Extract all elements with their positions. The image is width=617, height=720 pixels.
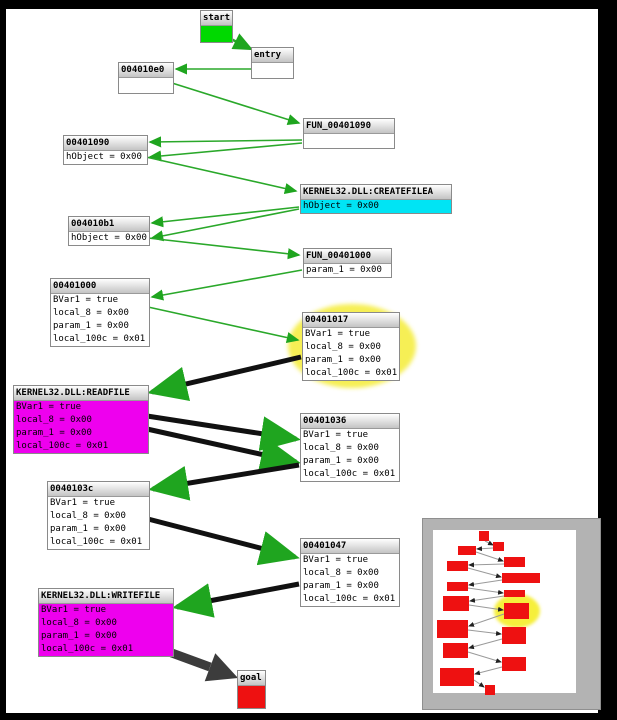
node-var-row: local_100c = 0x01 [41,644,134,654]
node-kernel32-createfilea[interactable]: KERNEL32.DLL:CREATEFILEA hObject = 0x00 [300,184,452,214]
node-title: 00401090 [64,136,147,151]
node-body [252,63,293,78]
node-fun-00401000[interactable]: FUN_00401000 param_1 = 0x00 [303,248,392,278]
node-title: 00401000 [51,279,149,294]
node-00401047[interactable]: 00401047 BVar1 = true local_8 = 0x00 par… [300,538,400,607]
minimap-node [443,643,468,658]
node-004010e0[interactable]: 004010e0 [118,62,174,94]
minimap-node [479,531,489,541]
node-00401090[interactable]: 00401090 hObject = 0x00 [63,135,148,165]
node-var-row: param_1 = 0x00 [16,428,92,438]
node-var-row: param_1 = 0x00 [50,524,126,534]
node-body [304,134,394,148]
node-title: 004010b1 [69,217,149,232]
node-00401000[interactable]: 00401000 BVar1 = true local_8 = 0x00 par… [50,278,150,347]
node-var-row: hObject = 0x00 [71,233,147,243]
node-body: BVar1 = true local_8 = 0x00 param_1 = 0x… [48,497,149,549]
minimap-node [443,596,469,611]
node-var-row: local_8 = 0x00 [41,618,117,628]
node-body: param_1 = 0x00 [304,264,391,277]
node-title: FUN_00401000 [304,249,391,264]
node-004010b1[interactable]: 004010b1 hObject = 0x00 [68,216,150,246]
node-body: BVar1 = true local_8 = 0x00 param_1 = 0x… [301,554,399,606]
node-body [238,686,265,708]
node-title: 00401036 [301,414,399,429]
node-entry[interactable]: entry [251,47,294,79]
node-body: BVar1 = true local_8 = 0x00 param_1 = 0x… [39,604,173,656]
node-00401036[interactable]: 00401036 BVar1 = true local_8 = 0x00 par… [300,413,400,482]
node-var-row: BVar1 = true [16,402,82,412]
node-body: BVar1 = true local_8 = 0x00 param_1 = 0x… [303,328,399,380]
node-goal[interactable]: goal [237,670,266,709]
minimap-node [502,657,526,671]
minimap-node [504,557,525,567]
minimap-node [493,542,504,551]
node-00401017-highlighted[interactable]: 00401017 BVar1 = true local_8 = 0x00 par… [302,312,400,381]
node-body: BVar1 = true local_8 = 0x00 param_1 = 0x… [14,401,148,453]
node-body: hObject = 0x00 [69,232,149,245]
node-body [119,78,173,93]
node-kernel32-writefile[interactable]: KERNEL32.DLL:WRITEFILE BVar1 = true loca… [38,588,174,657]
node-var-row: param_1 = 0x00 [41,631,117,641]
node-var-row: local_100c = 0x01 [53,334,146,344]
node-var-row: param_1 = 0x00 [303,456,379,466]
node-title: 004010e0 [119,63,173,78]
node-title: 0040103c [48,482,149,497]
node-var-row: local_8 = 0x00 [303,568,379,578]
node-var-row: local_8 = 0x00 [303,443,379,453]
minimap-node [485,685,495,695]
node-body: hObject = 0x00 [64,151,147,164]
node-var-row: local_100c = 0x01 [50,537,143,547]
node-title: start [201,11,232,26]
node-var-row: hObject = 0x00 [66,152,142,162]
node-var-row: local_100c = 0x01 [303,594,396,604]
node-var-row: local_8 = 0x00 [16,415,92,425]
minimap-node [440,668,474,686]
node-kernel32-readfile[interactable]: KERNEL32.DLL:READFILE BVar1 = true local… [13,385,149,454]
node-fun-00401090[interactable]: FUN_00401090 [303,118,395,149]
node-var-row: local_8 = 0x00 [50,511,126,521]
node-var-row: local_8 = 0x00 [53,308,129,318]
minimap-node [447,582,468,591]
node-var-row: BVar1 = true [303,555,369,565]
node-var-row: local_100c = 0x01 [303,469,396,479]
node-body [201,26,232,42]
node-body: hObject = 0x00 [301,200,451,213]
node-title: KERNEL32.DLL:WRITEFILE [39,589,173,604]
node-var-row: hObject = 0x00 [303,201,379,211]
node-title: KERNEL32.DLL:READFILE [14,386,148,401]
minimap-node [437,620,468,638]
node-var-row: param_1 = 0x00 [303,581,379,591]
node-0040103c[interactable]: 0040103c BVar1 = true local_8 = 0x00 par… [47,481,150,550]
node-var-row: param_1 = 0x00 [306,265,382,275]
node-body: BVar1 = true local_8 = 0x00 param_1 = 0x… [51,294,149,346]
minimap-node [502,627,526,644]
minimap-node [504,590,525,597]
minimap-node [447,561,468,571]
node-var-row: BVar1 = true [53,295,119,305]
node-var-row: local_8 = 0x00 [305,342,381,352]
node-var-row: param_1 = 0x00 [305,355,381,365]
node-var-row: local_100c = 0x01 [305,368,398,378]
node-title: KERNEL32.DLL:CREATEFILEA [301,185,451,200]
node-title: entry [252,48,293,63]
minimap-node [458,546,476,555]
node-title: goal [238,671,265,686]
node-var-row: local_100c = 0x01 [16,441,109,451]
node-title: 00401017 [303,313,399,328]
minimap-edges [467,540,505,688]
minimap-node-highlighted [504,603,529,619]
node-title: 00401047 [301,539,399,554]
node-var-row: BVar1 = true [305,329,371,339]
node-var-row: BVar1 = true [41,605,107,615]
node-body: BVar1 = true local_8 = 0x00 param_1 = 0x… [301,429,399,481]
node-var-row: param_1 = 0x00 [53,321,129,331]
node-title: FUN_00401090 [304,119,394,134]
minimap-panel[interactable] [422,518,601,710]
node-var-row: BVar1 = true [50,498,116,508]
node-var-row: BVar1 = true [303,430,369,440]
node-start[interactable]: start [200,10,233,43]
minimap-node [502,573,540,583]
